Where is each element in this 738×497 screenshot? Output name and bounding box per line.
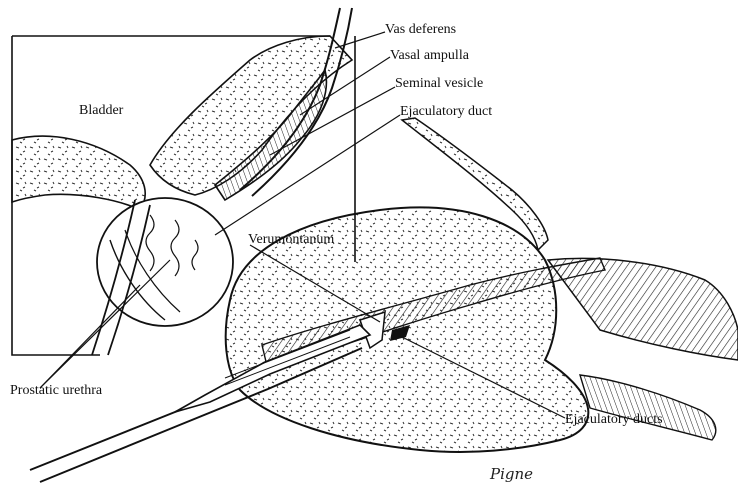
label-vas-deferens: Vas deferens [385,22,456,38]
right-tissue [548,258,738,360]
label-ejaculatory-duct: Ejaculatory duct [400,104,492,120]
label-seminal-vesicle: Seminal vesicle [395,76,483,92]
label-prostatic-urethra: Prostatic urethra [10,383,102,399]
bladder-wall-left [12,136,145,210]
label-bladder: Bladder [79,103,123,119]
label-vasal-ampulla: Vasal ampulla [390,48,469,64]
prostate-inset [97,198,233,326]
label-verumontanum: Verumontanum [248,232,334,248]
label-ejaculatory-ducts: Ejaculatory ducts [565,412,663,428]
artist-signature: Pigne [490,465,533,483]
